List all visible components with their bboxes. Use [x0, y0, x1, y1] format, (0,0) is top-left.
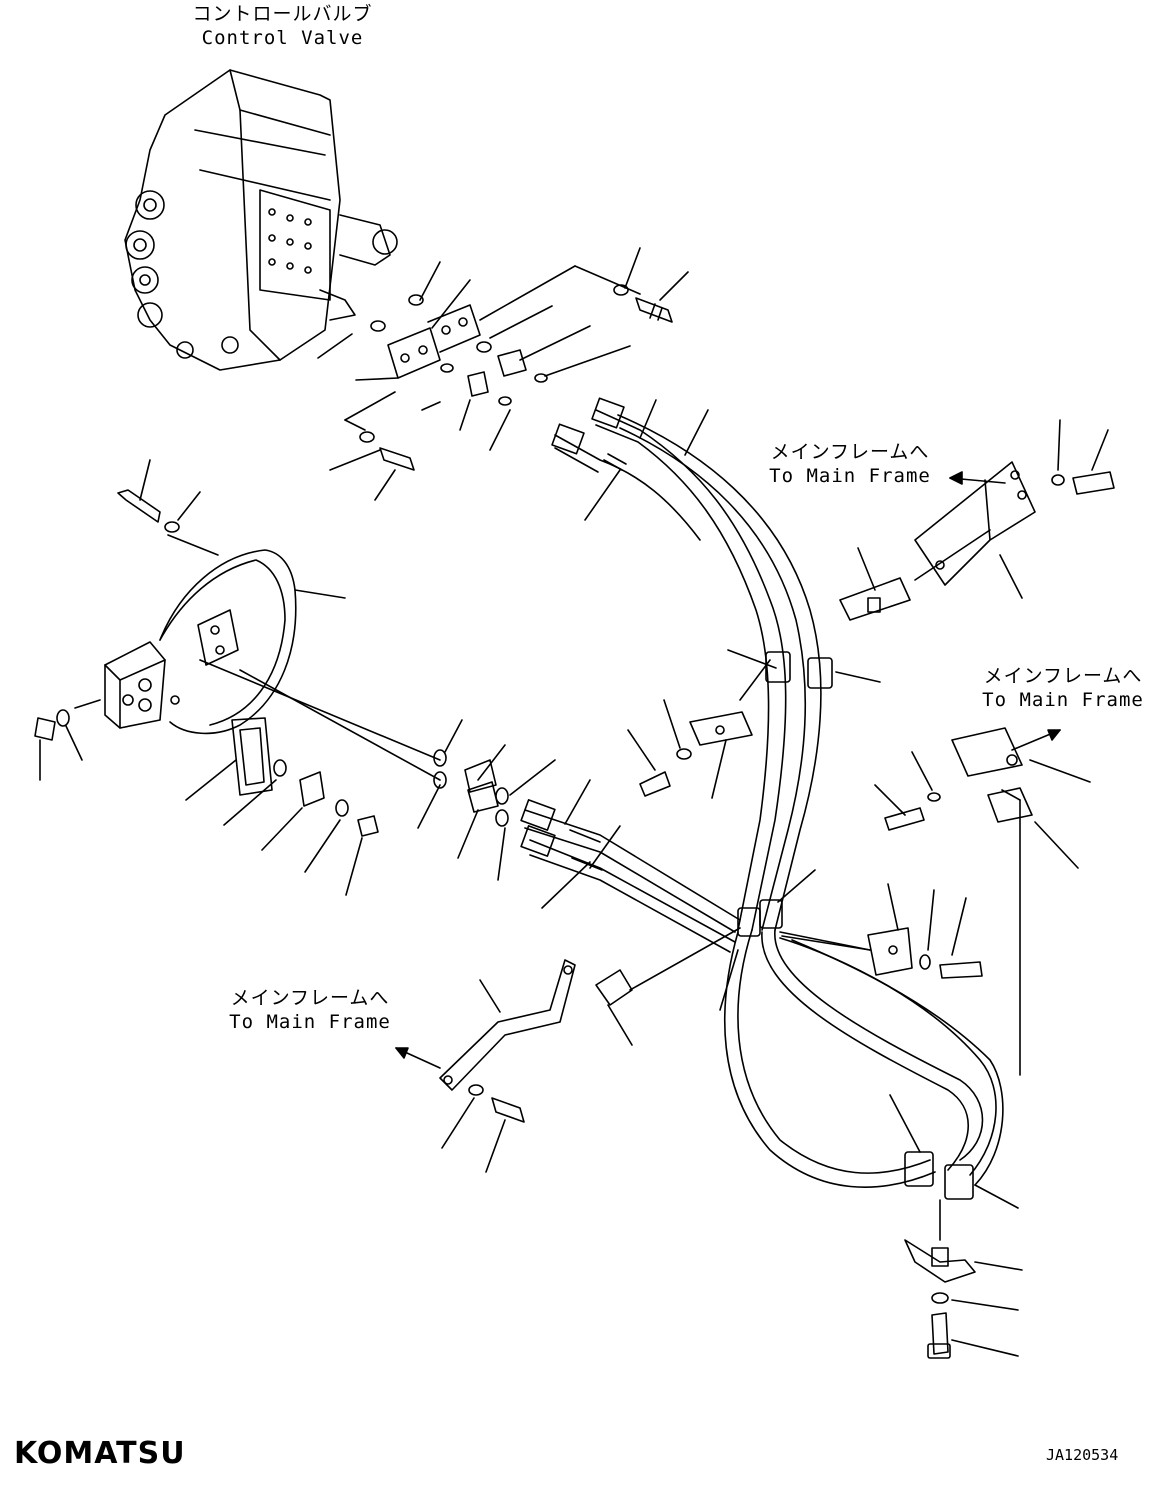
- callout-main-frame-top: メインフレームへ To Main Frame: [762, 440, 938, 488]
- arrow-to-main-frame-left: [396, 1048, 440, 1068]
- hose-clamps-mid: [728, 530, 990, 700]
- callout-main-frame-top-jp: メインフレームへ: [770, 441, 930, 463]
- callout-main-frame-right-en: To Main Frame: [982, 689, 1144, 711]
- bracket-lower-left: [440, 928, 740, 1172]
- bolt-set-upper: [360, 285, 672, 470]
- bracket-top-right: [915, 420, 1114, 598]
- left-hardware: [35, 460, 378, 895]
- clamp-center: [628, 700, 752, 798]
- callout-main-frame-right-jp: メインフレームへ: [983, 665, 1143, 687]
- hose-assembly-upper: [552, 398, 821, 930]
- arrow-to-main-frame-top: [950, 472, 1005, 484]
- bracket-mid-right: [875, 728, 1090, 868]
- callout-control-valve: コントロールバルブ Control Valve: [190, 2, 375, 50]
- callout-main-frame-top-en: To Main Frame: [769, 465, 931, 487]
- hose-assembly-lower: [521, 780, 1003, 1187]
- clamps-lower: [780, 790, 1022, 1358]
- swivel-housing: [105, 535, 345, 733]
- callout-main-frame-left-en: To Main Frame: [229, 1011, 391, 1033]
- callout-main-frame-left-jp: メインフレームへ: [230, 987, 390, 1009]
- leader-lines-mid: [200, 660, 555, 880]
- callout-main-frame-right: メインフレームへ To Main Frame: [975, 664, 1151, 712]
- leader-lines-upper: [318, 248, 688, 500]
- control-valve: [125, 70, 397, 370]
- drawing-code: JA120534: [1046, 1446, 1119, 1464]
- komatsu-logo: KOMATSU: [14, 1436, 186, 1471]
- flange-block: [371, 295, 547, 405]
- callout-control-valve-en: Control Valve: [201, 27, 364, 49]
- arrow-to-main-frame-right: [1012, 730, 1060, 750]
- callout-control-valve-jp: コントロールバルブ: [192, 3, 373, 25]
- callout-main-frame-left: メインフレームへ To Main Frame: [222, 986, 398, 1034]
